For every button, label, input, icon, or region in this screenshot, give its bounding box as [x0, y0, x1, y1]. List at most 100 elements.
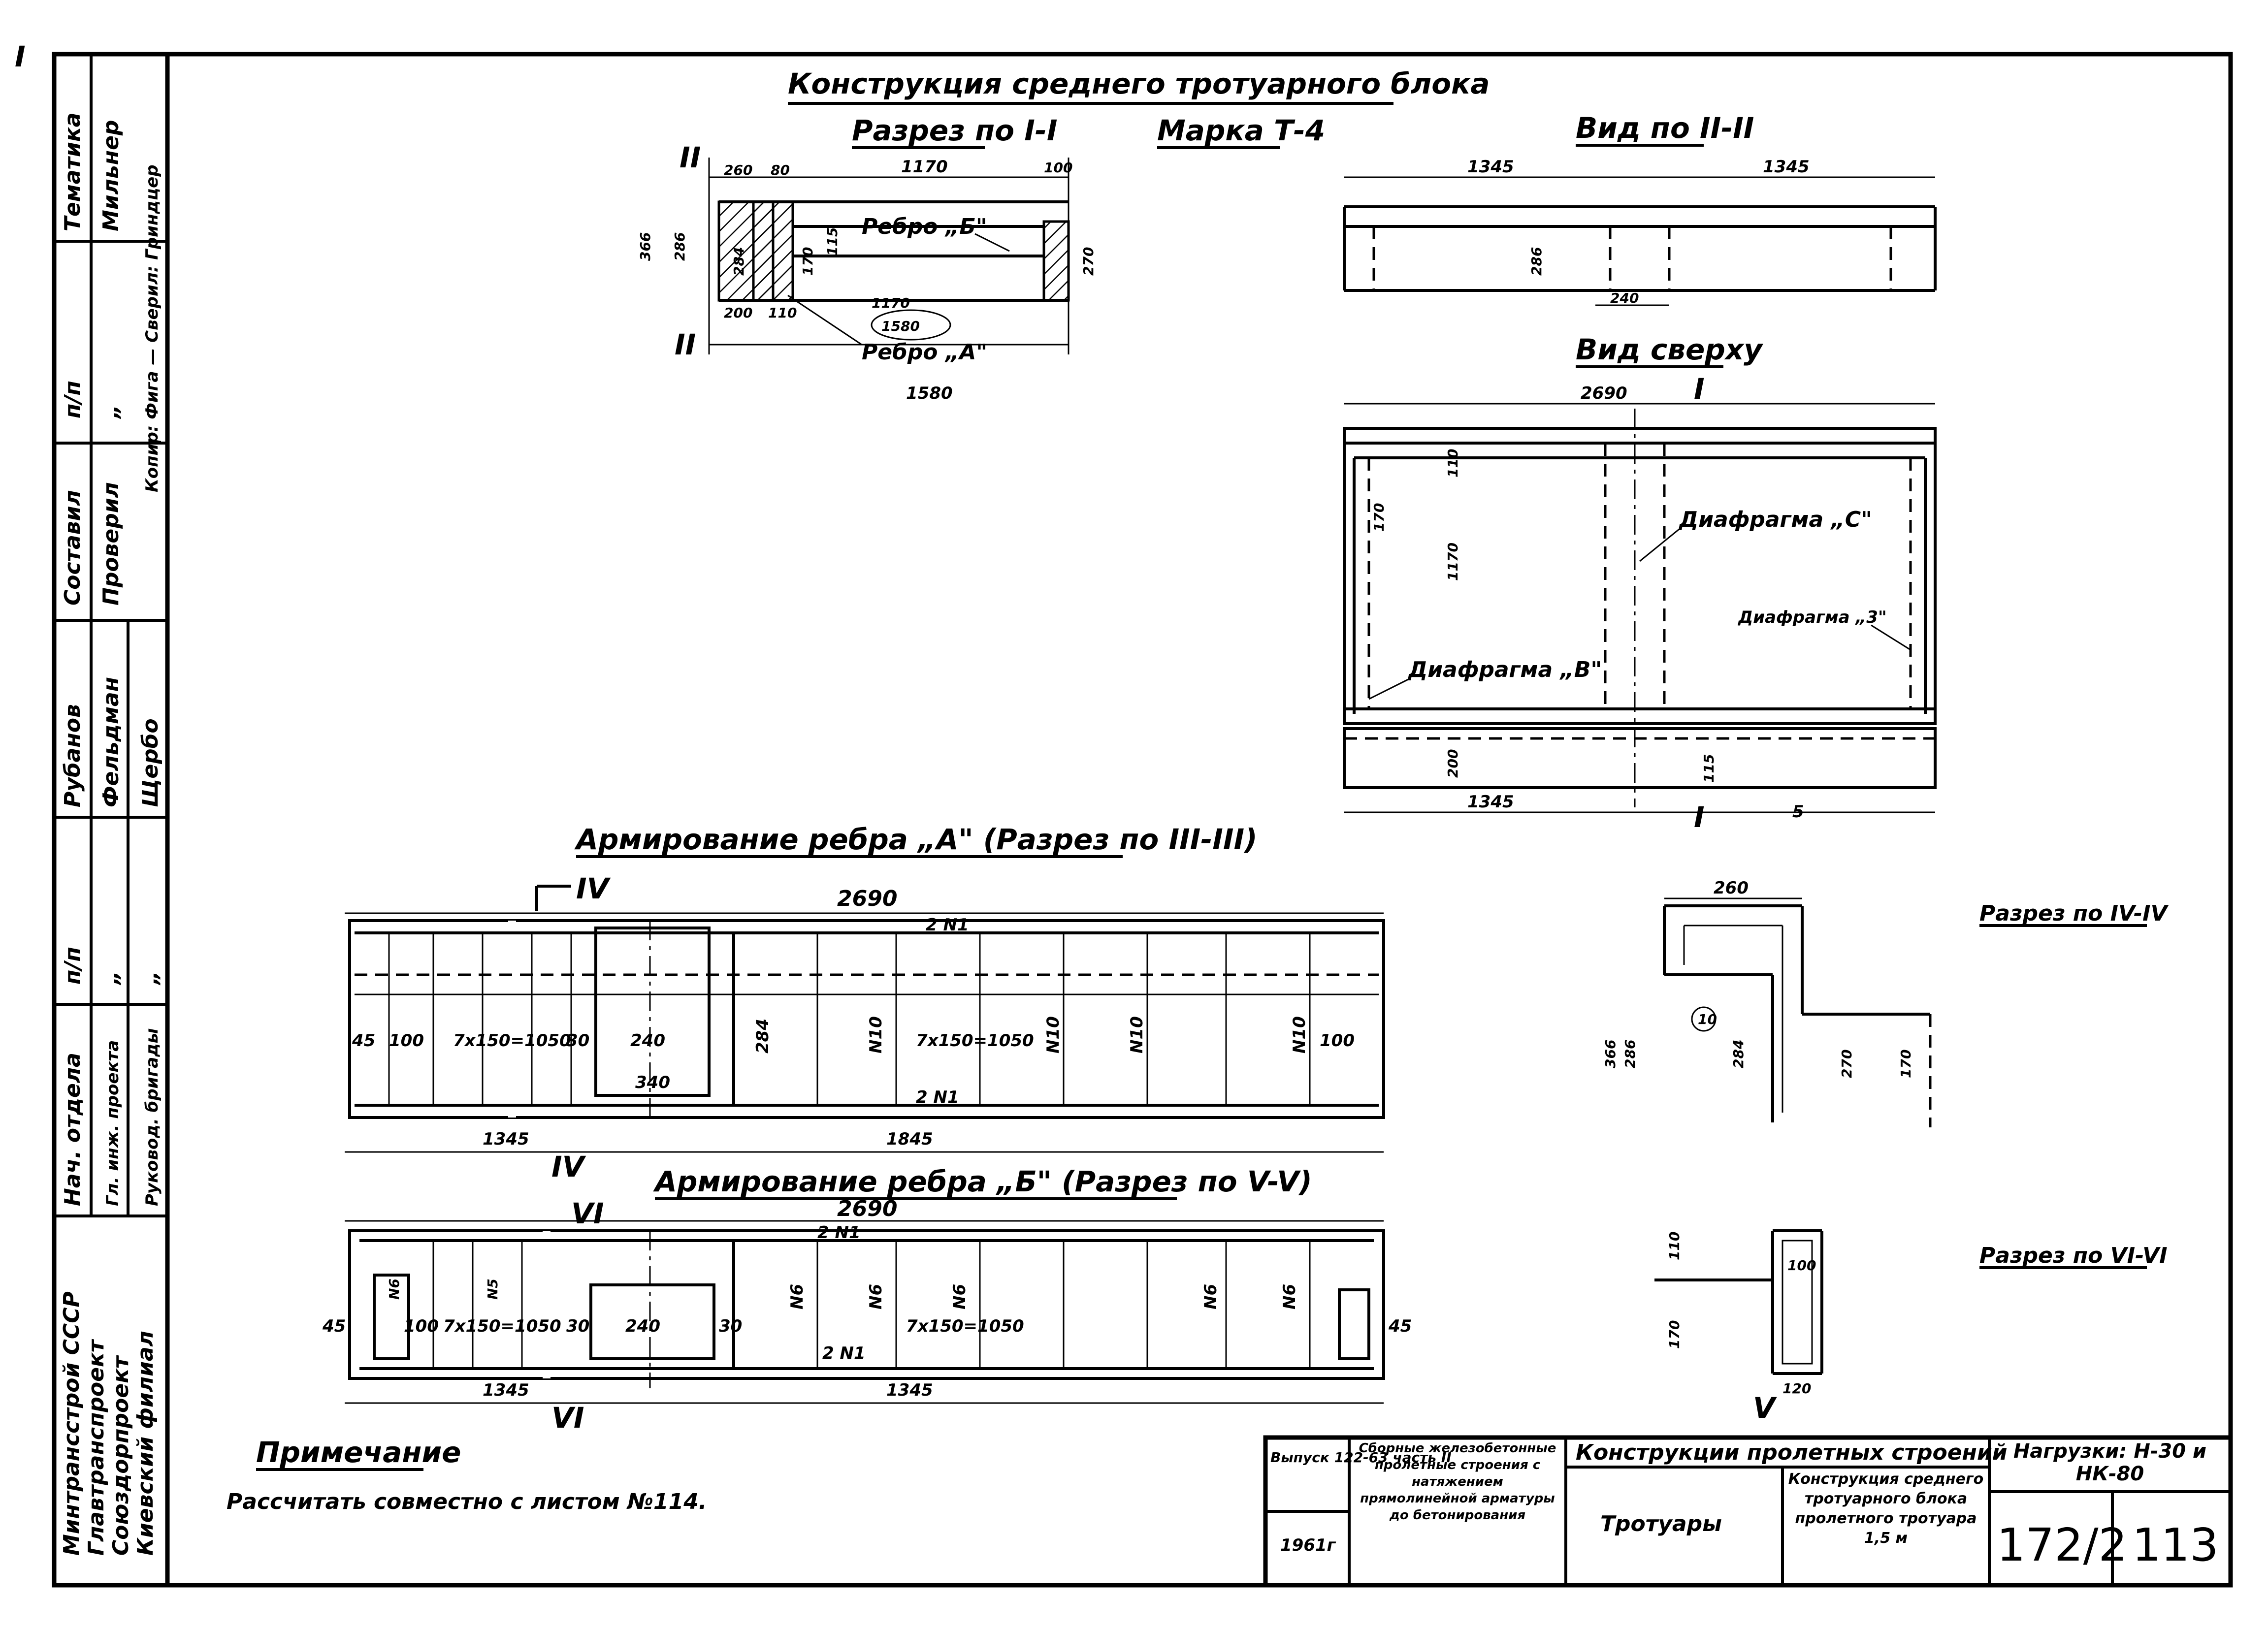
plan-view: Вид сверху 2690 I 1170 110 200 115 170 Д…	[1343, 333, 1937, 834]
corner-mark: I	[15, 40, 26, 73]
svg-text:30: 30	[719, 1316, 742, 1336]
svg-text:270: 270	[1080, 247, 1097, 276]
svg-text:170: 170	[1666, 1320, 1683, 1349]
svg-text:170: 170	[1371, 503, 1387, 532]
svg-text:240: 240	[630, 1031, 665, 1051]
stamp-col-nach: Нач. отдела	[60, 1053, 85, 1206]
svg-text:N10: N10	[1127, 1016, 1147, 1054]
svg-text:1345: 1345	[1467, 792, 1514, 812]
svg-text:2690: 2690	[837, 1196, 897, 1221]
svg-text:1345: 1345	[483, 1129, 529, 1149]
svg-text:45: 45	[1388, 1316, 1412, 1336]
svg-text:286: 286	[672, 232, 688, 261]
tb-number2: 113	[2132, 1519, 2219, 1571]
svg-text:100: 100	[1787, 1257, 1816, 1274]
reinforcement-rib-B: Армирование ребра „Б" (Разрез по V-V) VI…	[322, 1165, 1412, 1435]
svg-text:30: 30	[566, 1031, 589, 1051]
section-IV-IV: Разрез по IV-IV 260 10 366 286 284 270 1…	[1602, 878, 2169, 1127]
svg-text:N6: N6	[950, 1284, 970, 1310]
svg-text:1170: 1170	[1445, 543, 1461, 581]
cut-mark-V: V	[1753, 1391, 1777, 1425]
svg-text:N6: N6	[1201, 1284, 1221, 1310]
note-text: Рассчитать совместно с листом №114.	[227, 1489, 707, 1514]
svg-text:2690: 2690	[837, 886, 897, 911]
svg-text:2 N1: 2 N1	[916, 1087, 959, 1107]
svg-text:7x150=1050: 7x150=1050	[906, 1316, 1024, 1336]
svg-text:260: 260	[1714, 878, 1749, 898]
svg-text:110: 110	[768, 305, 797, 321]
svg-text:1345: 1345	[1467, 157, 1514, 177]
svg-text:240: 240	[625, 1316, 660, 1336]
svg-text:1170: 1170	[901, 157, 948, 177]
cut-mark-II: II	[680, 141, 701, 174]
section-VI-VI: Разрез по VI-VI 110 170 100 120 V	[1654, 1229, 2168, 1425]
cut-mark-I-bottom: I	[1694, 800, 1705, 834]
svg-text:115: 115	[1701, 754, 1717, 783]
cut-mark-IV: IV	[576, 872, 611, 905]
svg-text:1345: 1345	[886, 1380, 933, 1400]
svg-text:240: 240	[1610, 290, 1639, 306]
tb-series: Сборные железобетонные пролетные строени…	[1359, 1441, 1556, 1523]
stamp-org2: Главтранспроект	[84, 1339, 109, 1556]
cut-mark-VI: VI	[571, 1197, 604, 1230]
svg-text:1580: 1580	[906, 384, 953, 403]
rib-A-label: Ребро „А"	[862, 340, 987, 365]
stamp-quote1: „	[98, 405, 124, 419]
cut-mark-IV-bottom: IV	[551, 1150, 586, 1183]
svg-text:N6: N6	[386, 1278, 402, 1300]
svg-text:100: 100	[389, 1031, 424, 1051]
svg-text:1170: 1170	[872, 295, 910, 311]
stamp-col-gl-inzh: Гл. инж. проекта	[103, 1040, 123, 1206]
svg-text:286: 286	[1622, 1040, 1638, 1068]
svg-text:170: 170	[800, 247, 816, 276]
svg-text:286: 286	[1528, 247, 1545, 276]
stamp-name-feldman: Фельдман	[98, 677, 124, 807]
svg-text:45: 45	[322, 1316, 346, 1336]
sheet-frame	[52, 52, 2233, 1588]
svg-text:7x150=1050: 7x150=1050	[916, 1031, 1034, 1051]
svg-text:100: 100	[1320, 1031, 1355, 1051]
svg-text:2 N1: 2 N1	[822, 1343, 866, 1363]
svg-text:340: 340	[635, 1073, 670, 1092]
svg-text:7x150=1050: 7x150=1050	[443, 1316, 561, 1336]
svg-text:45: 45	[352, 1031, 375, 1051]
cut-mark-VI-bottom: VI	[551, 1401, 584, 1435]
left-stamp: Тематика п/п Составил Рубанов п/п Нач. о…	[54, 54, 167, 1556]
stamp-name-milner: Мильнер	[98, 120, 124, 231]
svg-text:N10: N10	[1043, 1016, 1063, 1054]
stamp-col-tematika: Тематика	[60, 113, 85, 231]
cut-mark-I-top: I	[1694, 372, 1705, 406]
rib-B-label: Ребро „Б"	[862, 214, 987, 239]
main-title: Конструкция среднего тротуарного блока	[788, 67, 1490, 100]
svg-text:N6: N6	[866, 1284, 886, 1310]
svg-text:100: 100	[1044, 160, 1072, 176]
svg-text:110: 110	[1445, 449, 1461, 478]
svg-text:N5: N5	[485, 1278, 501, 1300]
tb-construction: Конструкции пролетных строений	[1576, 1440, 2008, 1465]
stamp-quote2: „	[98, 971, 124, 986]
svg-text:2 N1: 2 N1	[817, 1223, 861, 1243]
svg-text:120: 120	[1782, 1380, 1811, 1397]
svg-text:284: 284	[731, 247, 747, 276]
reinforcement-rib-A: Армирование ребра „А" (Разрез по III-III…	[345, 823, 1385, 1183]
stamp-col-sostavil: Составил	[60, 490, 85, 606]
tb-issue: Выпуск 122-63 часть II	[1270, 1449, 1452, 1466]
stamp-org4: Киевский филиал	[133, 1331, 158, 1556]
svg-text:1580: 1580	[881, 318, 920, 334]
tb-loads: Нагрузки: Н-30 и НК-80	[2013, 1440, 2207, 1485]
stamp-col-pp2: п/п	[60, 947, 85, 985]
svg-text:110: 110	[1666, 1232, 1683, 1260]
svg-text:270: 270	[1839, 1050, 1855, 1078]
svg-text:80: 80	[771, 162, 790, 178]
diaphragm-C-label: Диафрагма „С"	[1678, 507, 1872, 532]
section-I-title: Разрез по I-I	[852, 114, 1057, 147]
arm-B-title: Армирование ребра „Б" (Разрез по V-V)	[653, 1165, 1312, 1198]
stamp-col-proveril: Проверил	[98, 482, 124, 606]
stamp-org3: Союздорпроект	[108, 1355, 133, 1556]
svg-text:N6: N6	[1280, 1284, 1299, 1310]
svg-text:260: 260	[724, 162, 752, 178]
stamp-col-pp1: п/п	[60, 381, 85, 418]
svg-text:N10: N10	[866, 1016, 886, 1054]
view-II-II: Вид по II-II 1345 1345 286 240	[1343, 111, 1937, 306]
